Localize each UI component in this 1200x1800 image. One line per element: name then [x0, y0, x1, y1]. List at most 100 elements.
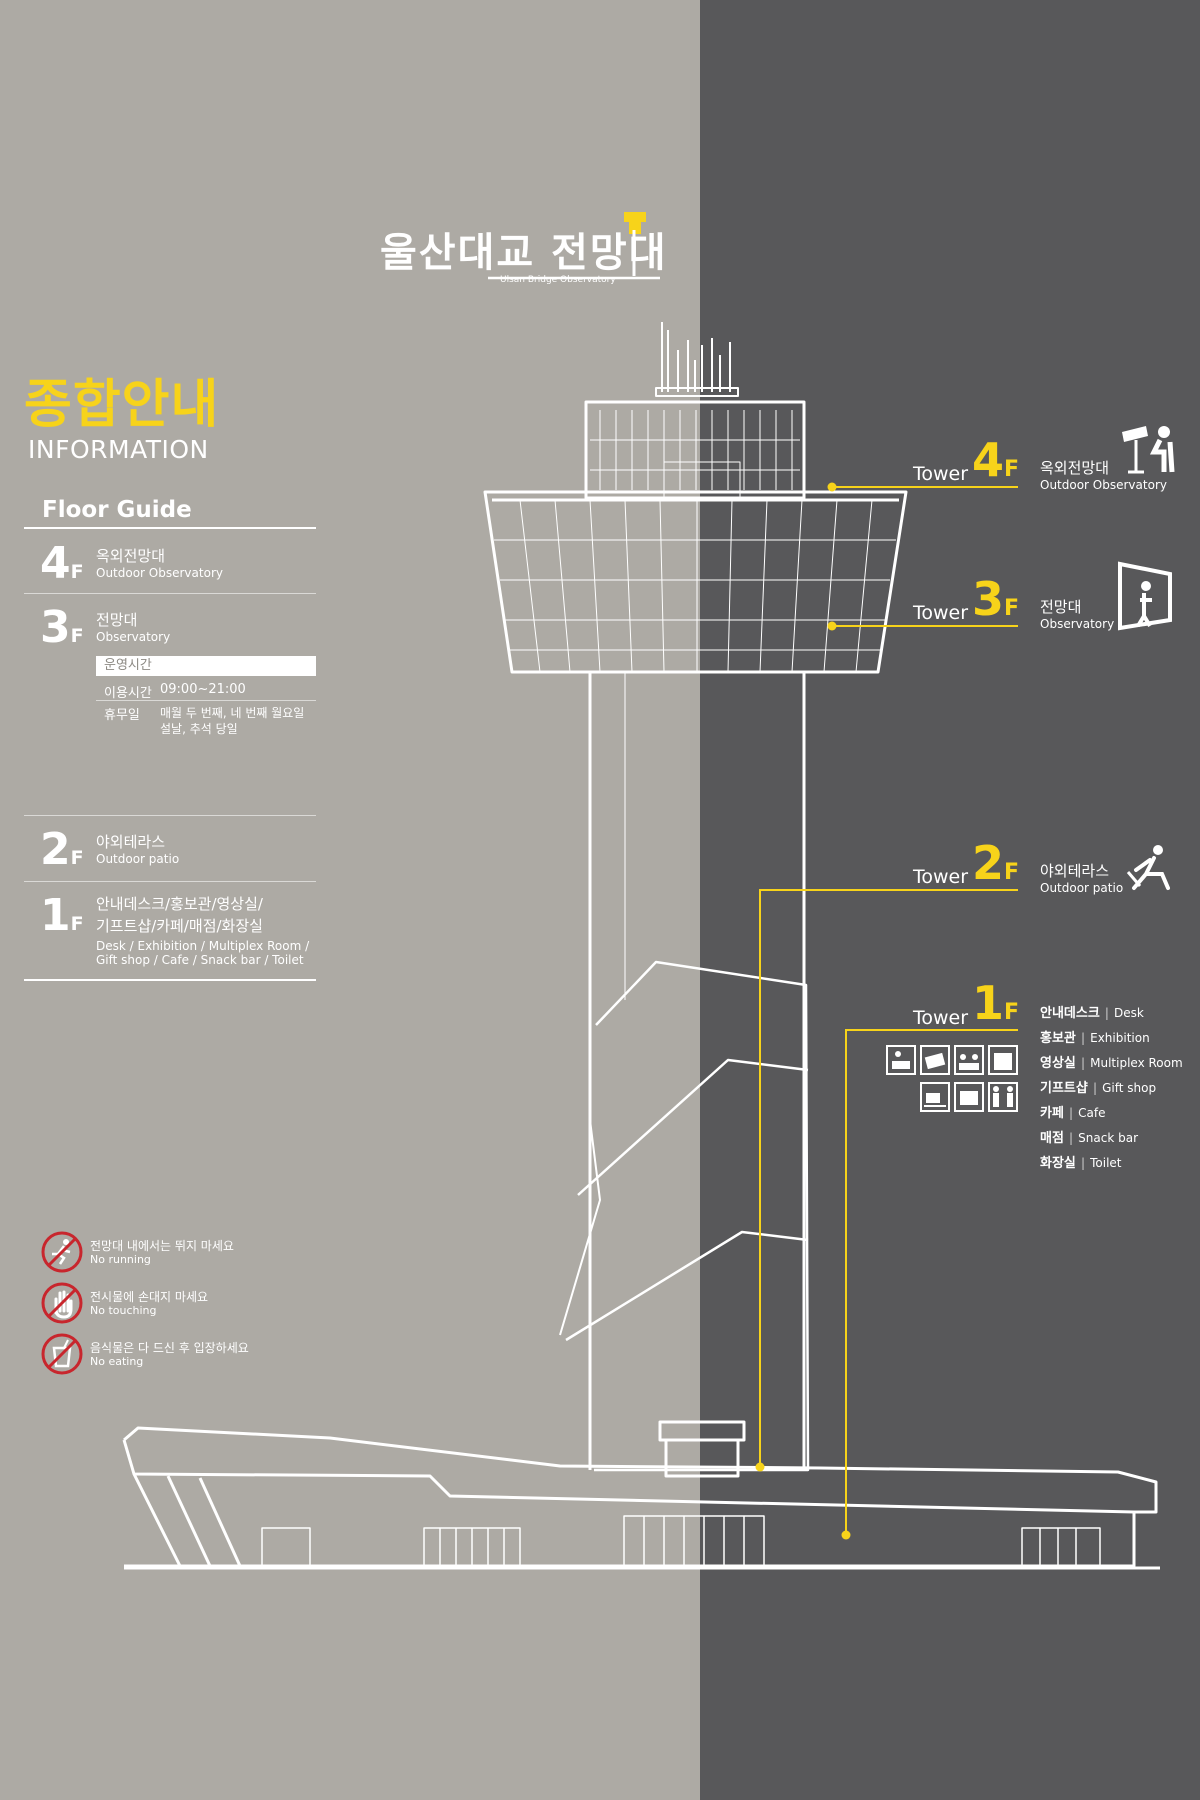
right-background — [700, 0, 1200, 1800]
floor-suffix: F — [70, 913, 84, 935]
toilet-icon — [988, 1082, 1018, 1112]
floor-suffix: F — [1004, 457, 1020, 482]
facility-en: Desk — [1114, 1006, 1144, 1020]
divider — [96, 700, 316, 701]
facilities-icons — [886, 1045, 1022, 1119]
tower-2f-word: Tower — [913, 866, 969, 888]
floor-suffix: F — [1004, 860, 1020, 885]
floor-guide-title: Floor Guide — [42, 497, 192, 523]
no-touching-en: No touching — [90, 1304, 157, 1317]
exhibition-icon — [920, 1045, 950, 1075]
no-touching-icon — [41, 1282, 83, 1324]
facility-item: 카페 | Cafe — [1040, 1100, 1183, 1125]
logo-subtitle: Ulsan Bridge Observatory — [500, 275, 616, 285]
desk-icon — [886, 1045, 916, 1075]
guide-floor-3-ko: 전망대 — [96, 611, 138, 629]
closed-days-line2: 설날, 추석 당일 — [160, 722, 238, 736]
tower-3f-word: Tower — [913, 602, 969, 624]
facility-list: 안내데스크 | Desk 홍보관 | Exhibition 영상실 | Mult… — [1040, 1000, 1183, 1175]
use-hours-label: 이용시간 — [104, 686, 152, 701]
hours-label: 운영시간 — [96, 656, 316, 676]
divider — [24, 881, 316, 882]
facility-ko: 영상실 — [1040, 1056, 1076, 1071]
tower-4f-word: Tower — [913, 463, 969, 485]
facility-ko: 카페 — [1040, 1106, 1064, 1121]
tower-3f-label: 3F — [972, 576, 1019, 622]
snack-bar-icon — [954, 1082, 984, 1112]
no-running-ko: 전망대 내에서는 뛰지 마세요 — [90, 1239, 234, 1253]
facility-ko: 안내데스크 — [1040, 1006, 1100, 1021]
no-running-icon — [41, 1231, 83, 1273]
guide-floor-2-ko: 야외테라스 — [96, 833, 166, 851]
guide-floor-1-en-line1: Desk / Exhibition / Multiplex Room / — [96, 939, 310, 953]
floor-suffix: F — [70, 561, 84, 583]
gift-shop-icon — [988, 1045, 1018, 1075]
floor-number: 4 — [40, 538, 71, 589]
no-running-rule — [40, 1230, 84, 1278]
no-touching-ko: 전시물에 손대지 마세요 — [90, 1290, 209, 1304]
facility-item: 매점 | Snack bar — [1040, 1125, 1183, 1150]
floor-number: 3 — [972, 572, 1005, 626]
facility-item: 안내데스크 | Desk — [1040, 1000, 1183, 1025]
floor-suffix: F — [1004, 1000, 1020, 1025]
no-eating-en: No eating — [90, 1355, 144, 1368]
separator: | — [1080, 1056, 1086, 1070]
guide-floor-3: 3F — [40, 606, 84, 650]
facility-ko: 화장실 — [1040, 1156, 1076, 1171]
facility-ko: 기프트샵 — [1040, 1081, 1088, 1096]
separator: | — [1080, 1156, 1086, 1170]
separator: | — [1069, 1106, 1074, 1120]
guide-floor-1-en-line2: Gift shop / Cafe / Snack bar / Toilet — [96, 953, 304, 967]
floor-number: 4 — [972, 433, 1005, 487]
facility-en: Cafe — [1078, 1106, 1106, 1120]
lounge-chair-icon — [1126, 845, 1170, 890]
tower-4f-ko: 옥외전망대 — [1040, 459, 1110, 477]
floor-suffix: F — [1004, 596, 1020, 621]
facility-item: 홍보관 | Exhibition — [1040, 1025, 1183, 1050]
guide-floor-4-ko: 옥외전망대 — [96, 547, 166, 565]
no-touching-rule — [40, 1281, 84, 1329]
separator: | — [1080, 1031, 1086, 1045]
telescope-icon — [1122, 426, 1175, 474]
tower-4f-en: Outdoor Observatory — [1040, 478, 1167, 492]
tower-4f-label: 4F — [972, 437, 1019, 483]
floor-number: 1 — [972, 976, 1005, 1030]
guide-floor-2-en: Outdoor patio — [96, 852, 180, 866]
separator: | — [1104, 1006, 1109, 1020]
no-eating-rule — [40, 1332, 84, 1380]
tower-2f-ko: 야외테라스 — [1040, 862, 1110, 880]
facility-ko: 홍보관 — [1040, 1031, 1076, 1046]
no-running-en: No running — [90, 1253, 151, 1266]
guide-floor-2: 2F — [40, 828, 84, 872]
facility-item: 영상실 | Multiplex Room — [1040, 1050, 1183, 1075]
floor-suffix: F — [70, 847, 84, 869]
facility-en: Multiplex Room — [1090, 1056, 1183, 1070]
floor-number: 3 — [40, 602, 71, 653]
no-eating-icon — [41, 1333, 83, 1375]
divider — [24, 979, 316, 981]
guide-floor-1-ko-line1: 안내데스크/홍보관/영상실/ — [96, 895, 263, 913]
facility-en: Toilet — [1090, 1156, 1122, 1170]
separator: | — [1069, 1131, 1074, 1145]
logo-title: 울산대교 전망대 — [380, 230, 668, 276]
multiplex-icon — [954, 1045, 984, 1075]
no-eating-ko: 음식물은 다 드신 후 입장하세요 — [90, 1341, 249, 1355]
facility-item: 기프트샵 | Gift shop — [1040, 1075, 1183, 1100]
tower-3f-ko: 전망대 — [1040, 598, 1082, 616]
use-hours-value: 09:00~21:00 — [160, 682, 246, 697]
closed-days-label: 휴무일 — [104, 708, 140, 723]
guide-floor-3-en: Observatory — [96, 630, 171, 644]
tower-2f-label: 2F — [972, 840, 1019, 886]
facility-en: Exhibition — [1090, 1031, 1150, 1045]
tower-1f-label: 1F — [972, 980, 1019, 1026]
guide-floor-4-en: Outdoor Observatory — [96, 566, 223, 580]
tower-2f-en: Outdoor patio — [1040, 881, 1124, 895]
tower-3f-en: Observatory — [1040, 617, 1115, 631]
floor-number: 2 — [972, 836, 1005, 890]
facility-en: Gift shop — [1102, 1081, 1157, 1095]
divider — [24, 593, 316, 594]
guide-floor-1: 1F — [40, 894, 84, 938]
tower-1f-word: Tower — [913, 1007, 969, 1029]
divider — [24, 815, 316, 816]
